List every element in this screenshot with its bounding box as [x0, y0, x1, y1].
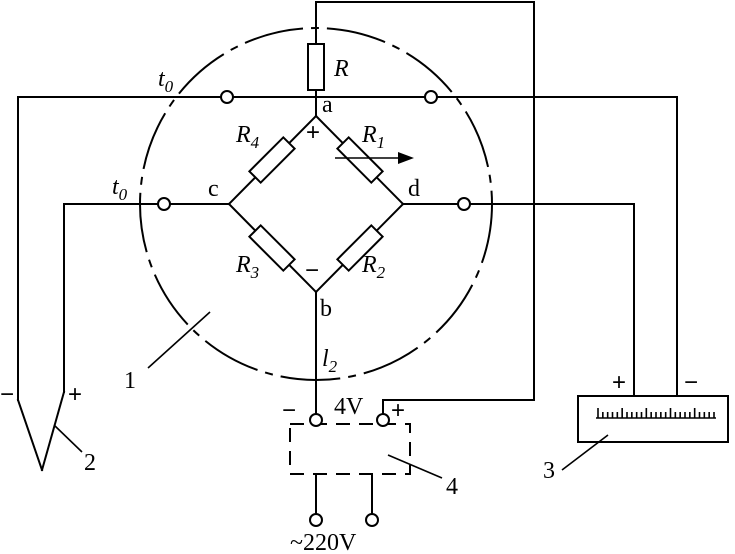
terminal-c [157, 197, 171, 211]
r1-arrow [335, 152, 414, 164]
callout-2: 2 [84, 450, 96, 476]
meter [577, 395, 729, 443]
terminal-top-right [424, 90, 438, 104]
label-r4: R4 [235, 122, 260, 152]
terminal-d [457, 197, 471, 211]
supply-terminal-minus [309, 413, 323, 427]
resistor-r1 [335, 135, 385, 185]
supply-terminal-plus [376, 413, 390, 427]
label-supply-voltage: 4V [334, 394, 364, 420]
thermocouple-callout-line [53, 424, 83, 453]
label-r: R [333, 56, 349, 82]
resistor-r4 [247, 135, 297, 185]
thermocouple [16, 390, 66, 472]
supply-callout-line [387, 454, 443, 479]
top-compensation-line [17, 96, 678, 401]
mains-leads [315, 473, 373, 515]
resistor-r3 [247, 223, 297, 273]
label-t0-top: t0 [158, 66, 174, 96]
label-mains: ~220V [290, 530, 357, 554]
label-node-c: c [208, 176, 219, 202]
label-plus-a: + [306, 119, 320, 146]
label-r3: R3 [235, 252, 259, 282]
label-meter-minus: − [684, 369, 698, 396]
mains-terminal-right [365, 513, 379, 527]
label-l2: l2 [322, 346, 338, 376]
label-thermo-minus: − [0, 381, 14, 408]
mains-terminal-left [309, 513, 323, 527]
label-node-a: a [322, 92, 333, 118]
label-thermo-plus: + [68, 381, 82, 408]
label-node-d: d [408, 176, 420, 202]
label-minus-b: − [305, 257, 319, 284]
label-r2: R2 [361, 252, 386, 282]
callout-4: 4 [446, 474, 458, 500]
callout-1: 1 [124, 368, 136, 394]
cd-line [63, 203, 635, 397]
label-node-b: b [320, 296, 332, 322]
resistor-r [307, 43, 325, 91]
callout-3: 3 [543, 458, 555, 484]
label-supply-minus: − [282, 397, 296, 424]
terminal-top-left [220, 90, 234, 104]
housing-callout-line [147, 311, 211, 369]
power-supply-box [289, 423, 411, 475]
label-supply-plus: + [391, 397, 405, 424]
label-t0-left: t0 [112, 174, 128, 204]
meter-callout-line [561, 434, 609, 471]
label-meter-plus: + [612, 369, 626, 396]
resistor-r2 [335, 223, 385, 273]
label-r1: R1 [361, 122, 385, 152]
